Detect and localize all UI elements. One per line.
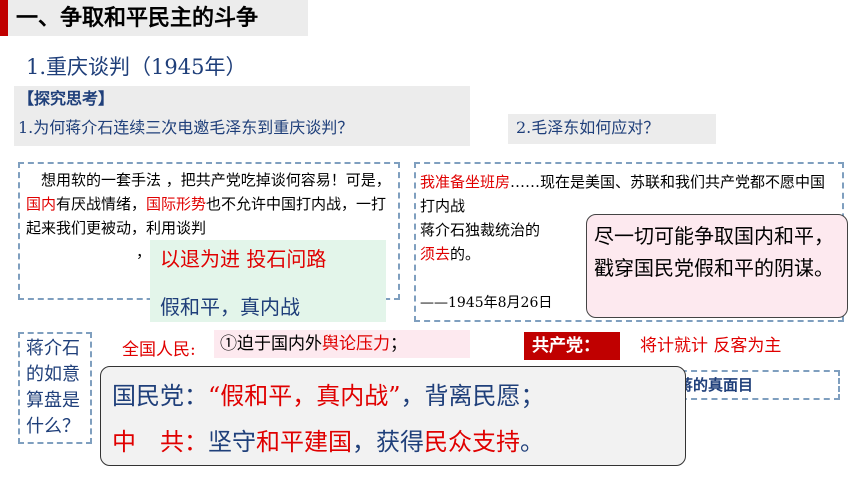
inquiry-box xyxy=(14,86,470,146)
pressure-prefix: ①迫于国内外 xyxy=(220,334,322,354)
cpc-label-box xyxy=(524,332,620,360)
s2-red1: 和平建国 xyxy=(256,428,352,456)
pressure-text: ①迫于国内外舆论压力； xyxy=(220,332,407,356)
qr-r1: 我准备坐班房 xyxy=(420,173,511,191)
inquiry-heading: 【探究思考】 xyxy=(18,89,115,108)
green-note-line2: 假和平，真内战 xyxy=(160,295,300,319)
s2-mid2: ，获得 xyxy=(352,428,424,456)
qr-r2: 须去 xyxy=(420,245,451,263)
pink-note-text: 尽一切可能争取国内和平，戳穿国民党假和平的阴谋。 xyxy=(594,224,834,280)
s2-prefix: 中 共： xyxy=(112,428,208,456)
title-bar xyxy=(0,0,308,36)
ql-p1: 想用软的一套手法 ，把共产党吃掉谈何容易！可是， xyxy=(41,171,391,189)
quote-right-text: 我准备坐班房……现在是美国、苏联和我们共产党都不愿中国打内战蒋介石独裁统治的须去… xyxy=(420,170,838,266)
cpc-label: 共产党： xyxy=(532,336,600,356)
ql-p3: 也不允许中国打内战，一打起来我们更被动，利用谈判 xyxy=(26,195,387,237)
page-title: 一、争取和平民主的斗争 xyxy=(16,5,259,31)
ql-p2: 有厌战情绪， xyxy=(56,195,147,213)
section-subtitle: 1.重庆谈判（1945年） xyxy=(26,55,247,79)
pressure-suffix: ； xyxy=(390,334,407,354)
people-label: 全国人民: xyxy=(122,340,196,360)
question-1: 1.为何蒋介石连续三次电邀毛泽东到重庆谈判？ xyxy=(18,118,354,137)
title-accent xyxy=(0,0,8,36)
plan-question-box xyxy=(18,332,92,444)
ql-r1: 国内 xyxy=(26,195,57,213)
qr-p2: 蒋介石独裁统治的 xyxy=(420,221,541,239)
s1-prefix: 国民党： xyxy=(112,382,208,410)
summary-line1: 国民党：“假和平，真内战”，背离民愿； xyxy=(112,378,545,414)
s1-red: “假和平，真内战” xyxy=(208,382,401,410)
summary-box xyxy=(100,366,686,466)
plan-question-text: 蒋介石的如意算盘是什么？ xyxy=(26,338,80,437)
cpc-policy: 将计就计 反客为主 xyxy=(640,336,782,356)
qr-p1: ……现在是美国、苏联和我们共产党都不愿中国打内战 xyxy=(420,173,826,215)
quote-right-date: ——1945年8月26日 xyxy=(420,295,553,311)
s1-suffix: ，背离民愿； xyxy=(400,382,545,410)
pressure-box xyxy=(214,330,470,358)
pink-note-box xyxy=(586,214,848,318)
green-note-line1: 以退为进 投石问路 xyxy=(160,247,327,271)
pressure-red: 舆论压力 xyxy=(322,334,390,354)
green-note-box xyxy=(150,240,386,322)
ql-r2: 国际形势 xyxy=(146,195,207,213)
summary-line2: 中 共：坚守和平建国，获得民众支持。 xyxy=(112,424,544,460)
qr-p3: 的。 xyxy=(450,245,481,263)
s2-red2: 民众支持 xyxy=(424,428,520,456)
s2-end: 。 xyxy=(520,428,544,456)
question-2: 2.毛泽东如何应对？ xyxy=(516,118,660,137)
question-2-box xyxy=(508,114,716,144)
s2-mid: 坚守 xyxy=(208,428,256,456)
